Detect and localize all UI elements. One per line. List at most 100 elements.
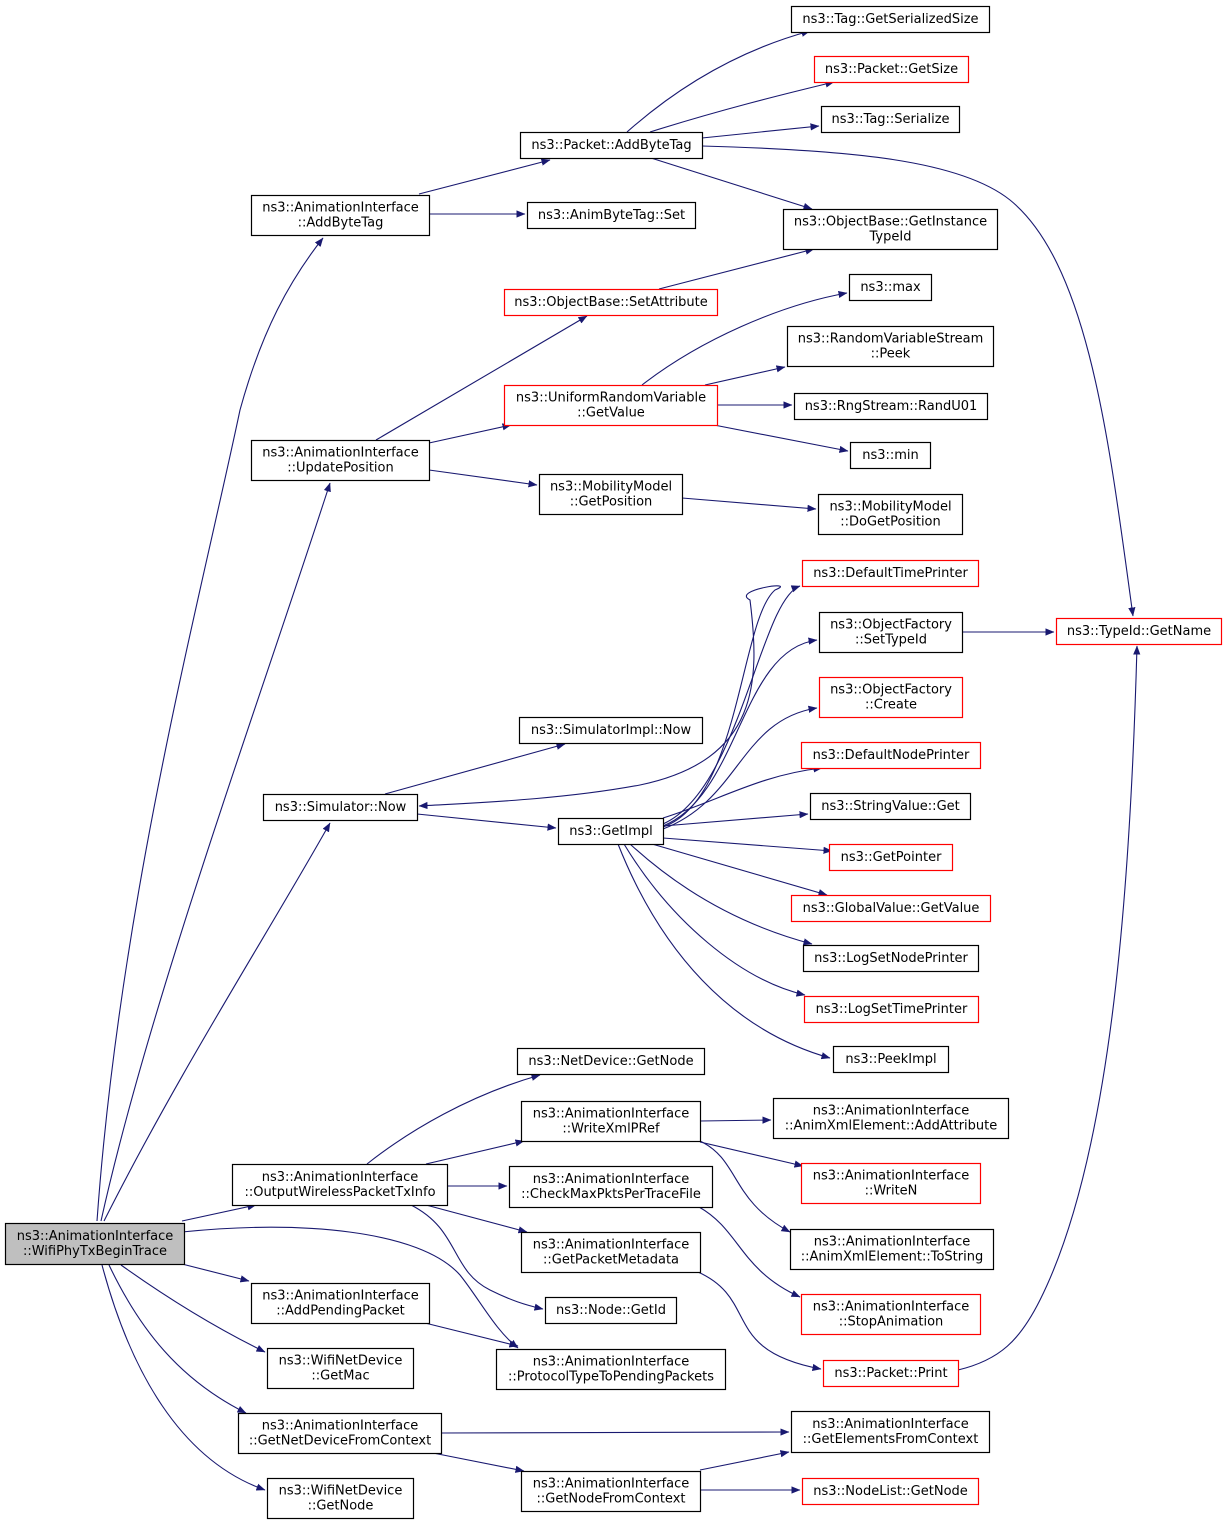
node-box bbox=[813, 55, 970, 84]
node-stringValueGet[interactable]: ns3::StringValue::Get bbox=[809, 792, 972, 821]
node-label: ns3::LogSetTimePrinter bbox=[816, 1002, 968, 1017]
node-writeN[interactable]: ns3::AnimationInterface::WriteN bbox=[800, 1162, 982, 1205]
node-box bbox=[503, 384, 719, 427]
node-uniformGetValue[interactable]: ns3::UniformRandomVariable::GetValue bbox=[503, 384, 719, 427]
node-box bbox=[789, 1228, 995, 1271]
node-label: ns3::AnimationInterface bbox=[814, 1235, 971, 1250]
node-ofCreate[interactable]: ns3::ObjectFactory::Create bbox=[818, 676, 964, 719]
node-checkMaxPkts[interactable]: ns3::AnimationInterface::CheckMaxPktsPer… bbox=[508, 1165, 714, 1209]
node-box bbox=[520, 1470, 702, 1513]
node-getImpl[interactable]: ns3::GetImpl bbox=[557, 817, 665, 846]
node-getNetDevFromCtx[interactable]: ns3::AnimationInterface::GetNetDeviceFro… bbox=[237, 1412, 443, 1455]
node-label: ::GetPosition bbox=[570, 495, 653, 510]
node-packetGetSize[interactable]: ns3::Packet::GetSize bbox=[813, 55, 970, 84]
node-label: ::SetTypeId bbox=[855, 633, 927, 648]
edge-getNetDevFromCtx-to-getElemFromCtx bbox=[440, 1428, 790, 1436]
node-label: ns3::GlobalValue::GetValue bbox=[803, 901, 980, 916]
node-label: ::WriteN bbox=[865, 1184, 918, 1199]
node-peekImpl[interactable]: ns3::PeekImpl bbox=[832, 1045, 950, 1074]
edge-writeXmlPRef-to-xmlAddAttr bbox=[699, 1116, 772, 1124]
node-packetAddByteTag[interactable]: ns3::Packet::AddByteTag bbox=[519, 131, 704, 160]
edge-root-to-wifiGetNode bbox=[101, 1264, 266, 1491]
node-box bbox=[557, 817, 665, 846]
node-addPending[interactable]: ns3::AnimationInterface::AddPendingPacke… bbox=[250, 1282, 431, 1325]
node-netDevGetNode[interactable]: ns3::NetDevice::GetNode bbox=[516, 1047, 706, 1076]
node-stopAnimation[interactable]: ns3::AnimationInterface::StopAnimation bbox=[800, 1293, 982, 1336]
node-getPointer[interactable]: ns3::GetPointer bbox=[828, 843, 954, 872]
node-wifiGetNode[interactable]: ns3::WifiNetDevice::GetNode bbox=[266, 1477, 415, 1520]
node-rvsPeek[interactable]: ns3::RandomVariableStream::Peek bbox=[786, 325, 995, 368]
node-getPktMetadata[interactable]: ns3::AnimationInterface::GetPacketMetada… bbox=[520, 1231, 702, 1274]
edge-getImpl-to-peekImpl bbox=[617, 843, 831, 1060]
node-tagGetSerSize[interactable]: ns3::Tag::GetSerializedSize bbox=[790, 5, 991, 34]
node-updatePosition[interactable]: ns3::AnimationInterface::UpdatePosition bbox=[250, 439, 431, 482]
node-box bbox=[790, 1410, 991, 1454]
node-wifiGetMac[interactable]: ns3::WifiNetDevice::GetMac bbox=[266, 1347, 415, 1390]
node-animByteTagSet[interactable]: ns3::AnimByteTag::Set bbox=[526, 201, 697, 230]
node-label: ns3::MobilityModel bbox=[829, 500, 951, 515]
node-tagSerialize[interactable]: ns3::Tag::Serialize bbox=[820, 105, 961, 134]
node-addByteTag[interactable]: ns3::AnimationInterface::AddByteTag bbox=[250, 194, 431, 237]
edge-addPending-to-protoToPending bbox=[424, 1322, 519, 1348]
node-box bbox=[508, 1165, 714, 1209]
edge-root-to-updatePosition bbox=[100, 482, 331, 1222]
node-box bbox=[495, 1348, 727, 1391]
edge-getImpl-to-logSetNodePrinter bbox=[629, 843, 813, 946]
node-mobGetPosition[interactable]: ns3::MobilityModel::GetPosition bbox=[538, 473, 684, 516]
node-box bbox=[802, 944, 980, 973]
node-label: ::WifiPhyTxBeginTrace bbox=[23, 1244, 167, 1259]
node-min[interactable]: ns3::min bbox=[849, 441, 932, 470]
edge-getImpl-to-ofCreate bbox=[662, 705, 818, 830]
node-simImplNow[interactable]: ns3::SimulatorImpl::Now bbox=[518, 716, 704, 745]
node-outputWireless[interactable]: ns3::AnimationInterface::OutputWirelessP… bbox=[231, 1163, 449, 1207]
node-ofSetTypeId[interactable]: ns3::ObjectFactory::SetTypeId bbox=[818, 611, 964, 654]
node-label: ::StopAnimation bbox=[839, 1315, 944, 1330]
edge-packetAddByteTag-to-tagSerialize bbox=[701, 123, 820, 139]
node-box bbox=[772, 1097, 1010, 1140]
node-box bbox=[520, 1231, 702, 1274]
node-label: ::AddByteTag bbox=[298, 216, 384, 231]
node-box bbox=[237, 1412, 443, 1455]
node-label: ns3::MobilityModel bbox=[550, 480, 672, 495]
edge-addByteTag-to-packetAddByteTag bbox=[418, 158, 551, 195]
node-label: ns3::ObjectFactory bbox=[830, 618, 952, 633]
node-label: ::WriteXmlPRef bbox=[562, 1122, 660, 1137]
node-defTimePrinter[interactable]: ns3::DefaultTimePrinter bbox=[801, 559, 980, 588]
node-max[interactable]: ns3::max bbox=[848, 273, 933, 302]
node-protoToPending[interactable]: ns3::AnimationInterface::ProtocolTypeToP… bbox=[495, 1348, 727, 1391]
node-nodeListGetNode[interactable]: ns3::NodeList::GetNode bbox=[801, 1477, 980, 1506]
node-box bbox=[250, 1282, 431, 1325]
node-box bbox=[544, 1296, 678, 1325]
node-typeIdGetName[interactable]: ns3::TypeId::GetName bbox=[1055, 617, 1223, 646]
node-objBaseSetAttr[interactable]: ns3::ObjectBase::SetAttribute bbox=[503, 288, 719, 317]
node-defNodePrinter[interactable]: ns3::DefaultNodePrinter bbox=[800, 741, 982, 770]
node-logSetTimePrinter[interactable]: ns3::LogSetTimePrinter bbox=[803, 995, 980, 1024]
node-label: ns3::DefaultNodePrinter bbox=[813, 748, 970, 763]
node-box bbox=[800, 1162, 982, 1205]
node-xmlAddAttr[interactable]: ns3::AnimationInterface::AnimXmlElement:… bbox=[772, 1097, 1010, 1140]
node-simNow[interactable]: ns3::Simulator::Now bbox=[262, 793, 419, 822]
node-packetPrint[interactable]: ns3::Packet::Print bbox=[822, 1359, 960, 1388]
node-logSetNodePrinter[interactable]: ns3::LogSetNodePrinter bbox=[802, 944, 980, 973]
edge-root-to-protoToPending bbox=[181, 1226, 519, 1349]
node-box bbox=[516, 1047, 706, 1076]
edge-writeXmlPRef-to-xmlToString bbox=[699, 1140, 791, 1233]
node-box bbox=[803, 995, 980, 1024]
edge-getImpl-to-defNodePrinter bbox=[662, 765, 823, 819]
node-mobDoGetPosition[interactable]: ns3::MobilityModel::DoGetPosition bbox=[817, 493, 964, 536]
node-nodeGetId[interactable]: ns3::Node::GetId bbox=[544, 1296, 678, 1325]
node-randU01[interactable]: ns3::RngStream::RandU01 bbox=[793, 392, 989, 421]
node-writeXmlPRef[interactable]: ns3::AnimationInterface::WriteXmlPRef bbox=[520, 1100, 702, 1143]
edge-getImpl-to-simNow bbox=[418, 585, 781, 828]
node-getElemFromCtx[interactable]: ns3::AnimationInterface::GetElementsFrom… bbox=[790, 1410, 991, 1454]
node-getNodeFromCtx[interactable]: ns3::AnimationInterface::GetNodeFromCont… bbox=[520, 1470, 702, 1513]
node-box bbox=[800, 741, 982, 770]
node-xmlToString[interactable]: ns3::AnimationInterface::AnimXmlElement:… bbox=[789, 1228, 995, 1271]
node-box bbox=[793, 392, 989, 421]
node-box bbox=[266, 1347, 415, 1390]
node-box bbox=[848, 273, 933, 302]
node-globalGetValue[interactable]: ns3::GlobalValue::GetValue bbox=[790, 894, 992, 923]
node-label: ::GetValue bbox=[577, 406, 645, 421]
